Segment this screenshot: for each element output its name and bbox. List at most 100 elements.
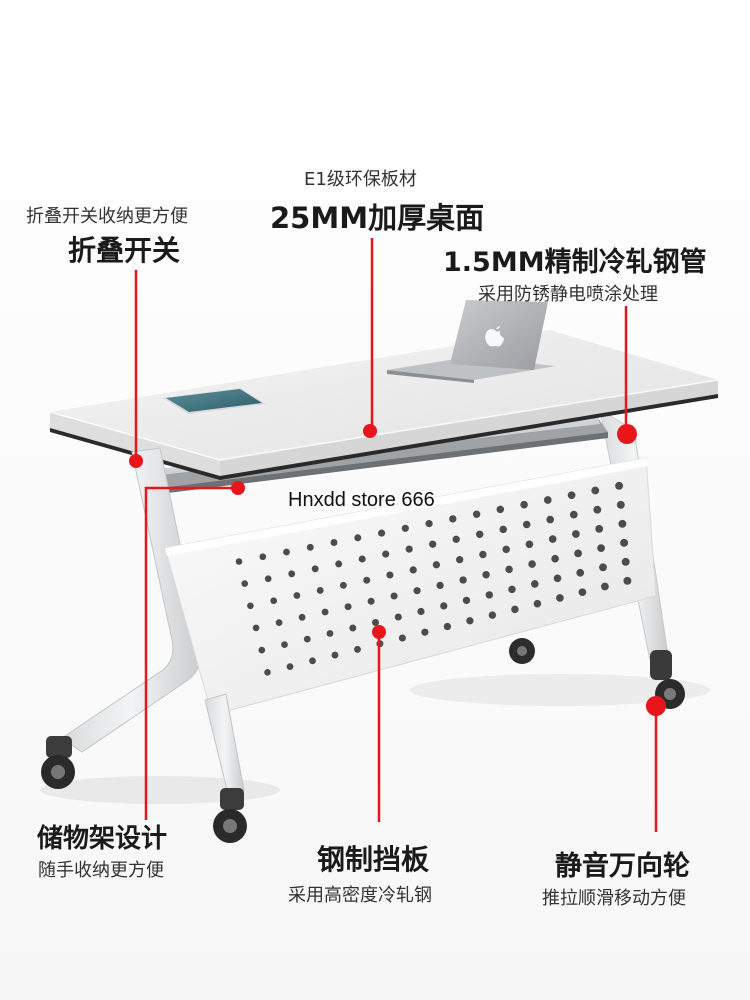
panel-hole — [264, 575, 272, 583]
panel-hole — [531, 580, 539, 588]
panel-hole — [358, 555, 366, 563]
panel-hole — [543, 496, 552, 504]
panel-hole — [306, 543, 314, 551]
panel-hole — [488, 611, 497, 619]
marker-tabletop — [363, 424, 377, 438]
callout-lines — [134, 238, 658, 832]
panel-hole — [569, 510, 578, 519]
panel-hole — [593, 505, 602, 514]
steel-tube-title: 1.5MM精制冷轧钢管 — [443, 247, 707, 278]
back-caster — [509, 638, 535, 664]
panel-hole — [556, 594, 564, 602]
storage-shelf-desc: 随手收纳更方便 — [38, 860, 164, 881]
panel-hole — [597, 544, 606, 553]
panel-hole — [496, 505, 505, 514]
panel-hole — [508, 585, 516, 594]
silent-caster-desc: 推拉顺滑移动方便 — [542, 888, 686, 909]
panel-hole — [574, 549, 582, 558]
panel-hole — [405, 545, 413, 553]
silent-caster-title: 静音万向轮 — [555, 851, 690, 882]
steel-tube-desc: 采用防锈静电喷涂处理 — [478, 284, 658, 305]
panel-hole — [258, 646, 266, 654]
panel-hole — [576, 568, 585, 577]
marker-folding-switch — [129, 454, 143, 468]
panel-hole — [572, 530, 580, 538]
marker-caster — [646, 696, 666, 716]
panel-hole — [354, 534, 362, 542]
panel-hole — [413, 587, 421, 595]
panel-hole — [429, 540, 437, 548]
panel-hole — [326, 630, 334, 637]
panel-hole — [472, 510, 481, 518]
watermark-text: Hnxdd store 666 — [288, 489, 435, 511]
panel-hole — [283, 548, 290, 556]
steel-panel-desc: 采用高密度冷轧钢 — [288, 885, 432, 906]
callout-markers — [129, 424, 666, 716]
panel-hole — [298, 613, 306, 621]
panel-hole — [475, 530, 484, 539]
panel-hole — [482, 570, 490, 579]
modesty-panel — [164, 457, 657, 716]
panel-hole — [595, 524, 604, 533]
panel-hole — [462, 596, 471, 605]
panel-hole — [390, 592, 398, 600]
panel-hole — [339, 581, 347, 589]
panel-hole — [599, 563, 607, 572]
panel-hole — [363, 576, 371, 584]
storage-shelf-title: 储物架设计 — [37, 824, 168, 854]
panel-hole — [522, 520, 531, 529]
panel-hole — [620, 538, 629, 547]
panel-hole — [548, 535, 557, 543]
panel-hole — [466, 617, 474, 625]
steel-panel-title: 钢制挡板 — [317, 843, 430, 876]
panel-hole — [309, 657, 316, 665]
panel-perforation — [235, 481, 632, 676]
panel-hole — [553, 574, 562, 583]
panel-hole — [459, 576, 467, 584]
panel-hole — [432, 561, 441, 569]
tabletop-thickness-title: 25MM加厚桌面 — [270, 201, 485, 235]
panel-hole — [525, 540, 534, 549]
panel-hole — [386, 571, 394, 579]
panel-hole — [621, 557, 630, 566]
panel-hole — [578, 588, 587, 597]
panel-hole — [354, 645, 361, 653]
panel-hole — [502, 545, 510, 554]
panel-hole — [505, 565, 513, 574]
panel-hole — [349, 624, 357, 632]
panel-hole — [378, 529, 386, 537]
panel-hole — [293, 592, 301, 599]
panel-hole — [371, 618, 380, 627]
marker-steel-tube — [617, 424, 637, 444]
front-left-leg — [41, 447, 202, 789]
panel-hole — [275, 619, 283, 626]
panel-hole — [409, 566, 417, 574]
floor-shadow — [410, 674, 710, 706]
panel-hole — [533, 599, 542, 608]
panel-hole — [443, 622, 452, 631]
panel-hole — [330, 539, 338, 546]
panel-hole — [615, 481, 624, 490]
panel-hole — [241, 580, 249, 587]
panel-hole — [303, 635, 311, 643]
panel-hole — [479, 550, 487, 559]
panel-hole — [449, 515, 457, 523]
panel-hole — [281, 641, 288, 648]
panel-hole — [440, 602, 448, 610]
folding-switch-desc: 折叠开关收纳更方便 — [26, 206, 188, 227]
panel-hole — [452, 535, 460, 543]
panel-hole — [623, 576, 632, 585]
panel-hole — [546, 515, 555, 524]
panel-hole — [311, 565, 319, 573]
tablet — [163, 388, 266, 414]
panel-hole — [344, 603, 352, 611]
panel-hole — [286, 663, 294, 670]
panel-hole — [398, 634, 406, 642]
panel-hole — [401, 524, 409, 532]
panel-hole — [335, 560, 343, 568]
panel-hole — [382, 550, 390, 558]
panel-hole — [528, 560, 536, 568]
panel-hole — [456, 556, 464, 564]
panel-hole — [247, 602, 254, 610]
